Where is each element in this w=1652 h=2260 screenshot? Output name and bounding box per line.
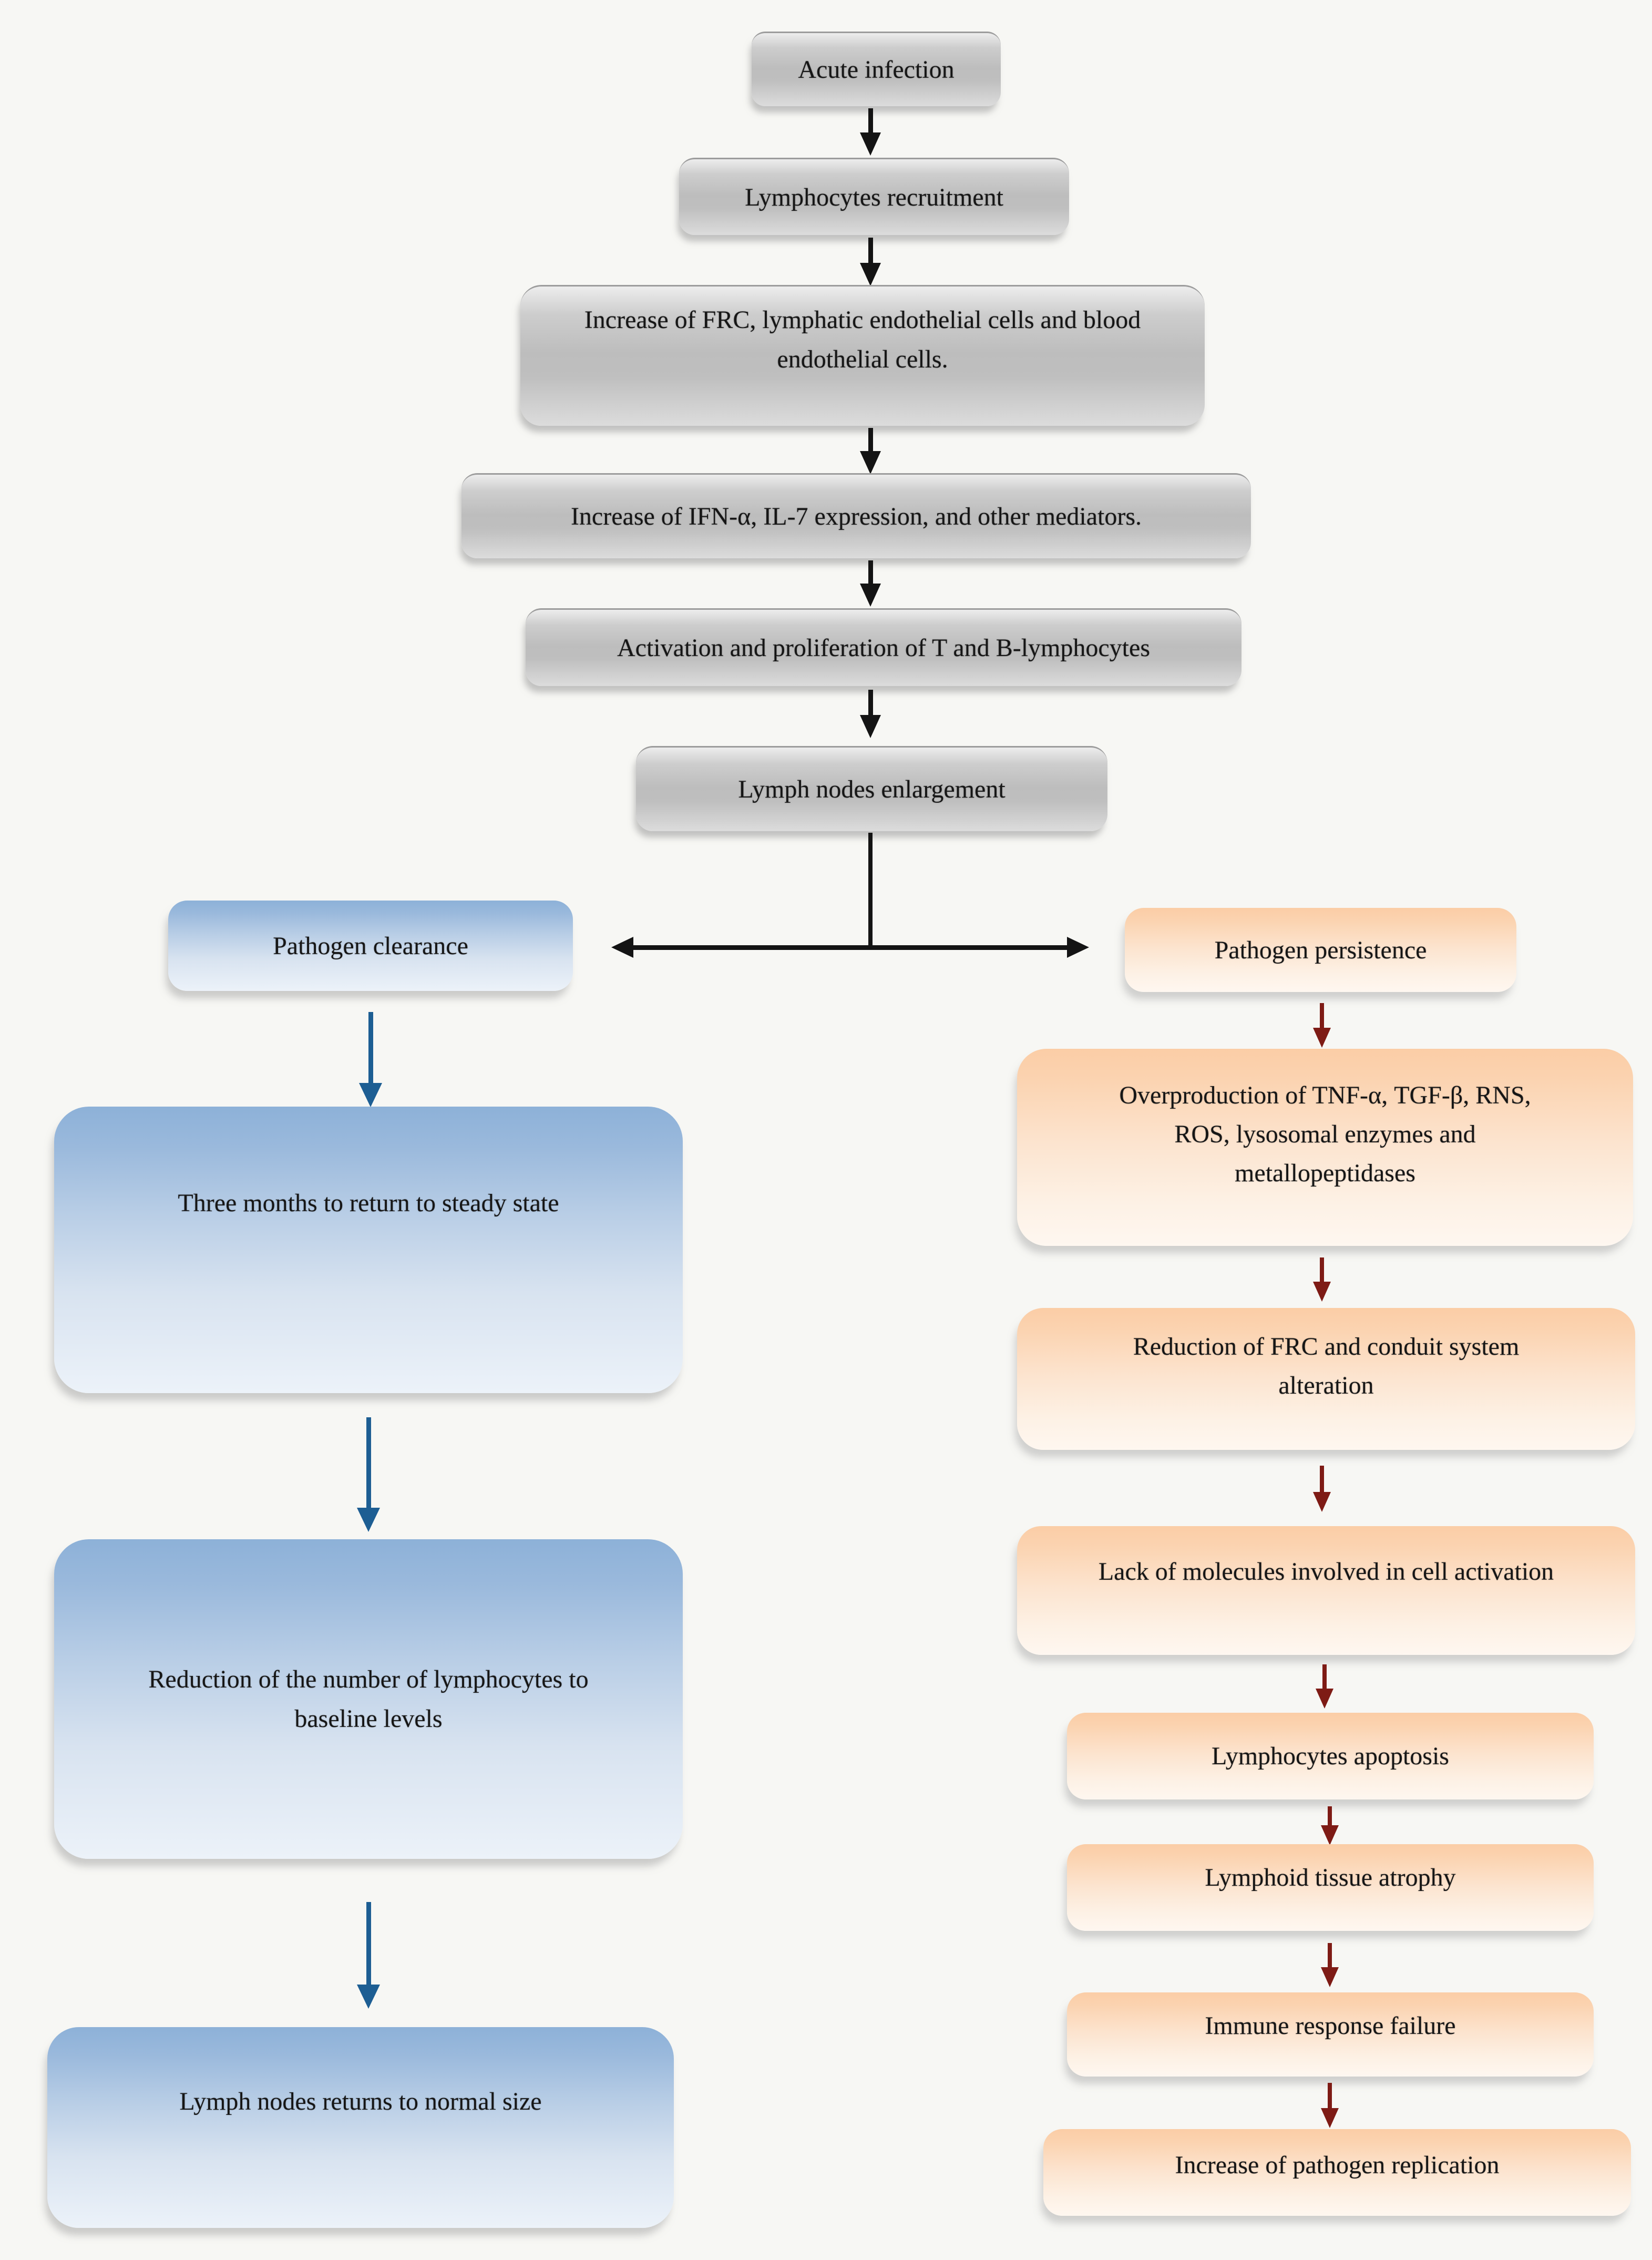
arrow-left-1-head	[359, 1083, 382, 1107]
arrow-main-4-stem	[868, 560, 873, 585]
node-overproduction: Overproduction of TNF-α, TGF-β, RNS, ROS…	[1017, 1049, 1633, 1246]
arrow-main-1-stem	[868, 108, 873, 134]
node-lack-of-molecules: Lack of molecules involved in cell activ…	[1017, 1526, 1635, 1655]
node-label: Pathogen clearance	[273, 932, 468, 960]
junction-right-arrowhead	[1067, 937, 1089, 958]
arrow-main-4-head	[860, 584, 881, 607]
arrow-main-2-stem	[868, 238, 873, 264]
node-lymphoid-tissue-atrophy: Lymphoid tissue atrophy	[1067, 1844, 1594, 1931]
node-lymph-nodes-normal: Lymph nodes returns to normal size	[47, 2027, 674, 2228]
arrow-right-7-stem	[1328, 2083, 1332, 2109]
arrow-left-3-stem	[366, 1902, 371, 1986]
junction-horizontal-line	[633, 945, 1069, 950]
arrow-right-5-head	[1321, 1825, 1339, 1845]
arrow-left-1-stem	[368, 1012, 373, 1085]
arrow-right-4-head	[1316, 1689, 1333, 1709]
arrow-right-1-head	[1313, 1028, 1331, 1048]
node-pathogen-persistence: Pathogen persistence	[1125, 908, 1516, 992]
arrow-right-5-stem	[1328, 1806, 1332, 1826]
node-acute-infection: Acute infection	[752, 32, 1001, 106]
node-label: Increase of pathogen replication	[1175, 2151, 1500, 2179]
arrow-right-3-head	[1313, 1492, 1331, 1512]
arrow-right-4-stem	[1322, 1664, 1327, 1690]
node-label: Lymphoid tissue atrophy	[1205, 1864, 1456, 1891]
node-label: Lack of molecules involved in cell activ…	[1098, 1558, 1554, 1586]
junction-vertical-line	[868, 833, 873, 948]
arrow-right-2-stem	[1320, 1257, 1324, 1283]
node-lymphocytes-recruitment: Lymphocytes recruitment	[679, 158, 1069, 235]
arrow-main-2-head	[860, 263, 881, 286]
node-increase-ifn: Increase of IFN-α, IL-7 expression, and …	[461, 473, 1251, 558]
node-three-months: Three months to return to steady state	[54, 1107, 683, 1393]
arrow-right-7-head	[1321, 2108, 1339, 2128]
arrow-left-2-head	[357, 1508, 380, 1532]
node-pathogen-clearance: Pathogen clearance	[168, 901, 573, 991]
arrow-main-1-head	[860, 132, 881, 156]
node-label: Three months to return to steady state	[178, 1189, 559, 1217]
node-label: Pathogen persistence	[1214, 936, 1427, 964]
arrow-right-6-head	[1321, 1967, 1339, 1987]
arrow-right-1-stem	[1320, 1003, 1324, 1029]
node-label: Increase of FRC, lymphatic endothelial c…	[584, 306, 1141, 373]
node-reduction-lymphocytes: Reduction of the number of lymphocytes t…	[54, 1539, 683, 1859]
node-increase-pathogen-replication: Increase of pathogen replication	[1043, 2129, 1631, 2216]
junction-left-arrowhead	[611, 937, 633, 958]
node-activation-proliferation: Activation and proliferation of T and B-…	[526, 608, 1241, 686]
node-label: Reduction of the number of lymphocytes t…	[148, 1665, 589, 1733]
node-immune-response-failure: Immune response failure	[1067, 1992, 1594, 2077]
arrow-right-3-stem	[1320, 1466, 1324, 1493]
arrow-main-5-head	[860, 715, 881, 738]
arrow-right-6-stem	[1328, 1943, 1332, 1968]
node-label: Lymph nodes enlargement	[738, 775, 1005, 803]
arrow-right-2-head	[1313, 1282, 1331, 1302]
node-label: Reduction of FRC and conduit system alte…	[1133, 1333, 1520, 1399]
node-label: Overproduction of TNF-α, TGF-β, RNS, ROS…	[1119, 1081, 1531, 1187]
node-lymph-nodes-enlargement: Lymph nodes enlargement	[636, 746, 1107, 831]
node-label: Acute infection	[798, 56, 955, 84]
node-label: Lymphocytes apoptosis	[1212, 1742, 1449, 1770]
arrow-left-2-stem	[366, 1417, 371, 1509]
node-lymphocytes-apoptosis: Lymphocytes apoptosis	[1067, 1713, 1594, 1799]
node-label: Lymphocytes recruitment	[745, 183, 1003, 211]
arrow-main-3-stem	[868, 428, 873, 452]
node-label: Immune response failure	[1205, 2011, 1456, 2040]
arrow-main-3-head	[860, 451, 881, 474]
arrow-main-5-stem	[868, 690, 873, 716]
node-label: Increase of IFN-α, IL-7 expression, and …	[570, 503, 1142, 530]
node-increase-frc: Increase of FRC, lymphatic endothelial c…	[520, 285, 1205, 426]
arrow-left-3-head	[357, 1985, 380, 2009]
node-label: Activation and proliferation of T and B-…	[617, 634, 1150, 662]
node-label: Lymph nodes returns to normal size	[179, 2087, 542, 2115]
node-reduction-frc-conduit: Reduction of FRC and conduit system alte…	[1017, 1308, 1635, 1450]
